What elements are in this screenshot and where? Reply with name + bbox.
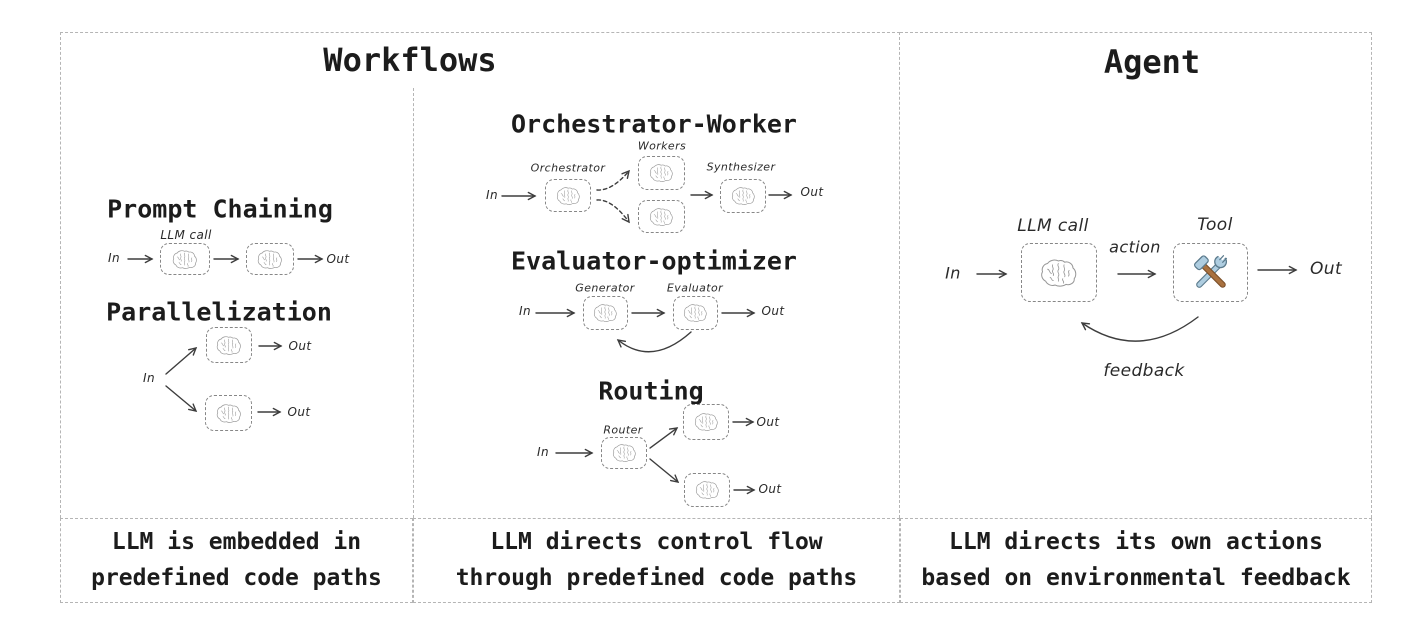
llm-call-box (1021, 243, 1097, 302)
workers-label: Workers (637, 139, 687, 153)
parallelization-title: Parallelization (106, 297, 332, 327)
router-label: Router (603, 423, 643, 437)
worker-box (638, 200, 685, 233)
tool-label: Tool (1197, 215, 1233, 235)
synthesizer-label: Synthesizer (706, 160, 776, 174)
brain-icon (694, 413, 719, 431)
workflows-column-divider (413, 88, 414, 518)
brain-icon (649, 208, 674, 226)
route-target-box (683, 404, 729, 440)
synthesizer-box (720, 179, 766, 213)
brain-icon (731, 187, 756, 205)
brain-icon (593, 304, 618, 322)
orchestrator-label: Orchestrator (530, 161, 606, 175)
out-label: Out (800, 185, 824, 199)
evaluator-label: Evaluator (666, 281, 724, 295)
out-label: Out (287, 405, 311, 419)
llm-call-box (205, 395, 252, 431)
evaluator-box (673, 296, 718, 330)
brain-icon (216, 404, 242, 423)
evaluator-optimizer-title: Evaluator-optimizer (511, 246, 797, 276)
feedback-label: feedback (1103, 361, 1185, 381)
action-label: action (1109, 237, 1161, 257)
in-label: In (519, 304, 531, 318)
caption-prompt-column: LLM is embedded in predefined code paths (60, 518, 413, 603)
tool-box (1173, 243, 1248, 302)
orchestrator-box (545, 179, 591, 212)
out-label: Out (761, 304, 785, 318)
agent-panel (900, 32, 1372, 518)
workflows-title: Workflows (323, 41, 497, 79)
caption-text: LLM is embedded in predefined code paths (91, 528, 382, 591)
out-label: Out (1309, 259, 1343, 279)
out-label: Out (758, 482, 782, 496)
worker-box (638, 156, 685, 190)
out-label: Out (756, 415, 780, 429)
llm-call-box (160, 243, 210, 275)
hammer-wrench-icon (1193, 252, 1228, 288)
out-label: Out (326, 252, 350, 266)
router-box (601, 437, 647, 469)
out-label: Out (288, 339, 312, 353)
brain-icon (612, 444, 637, 462)
in-label: In (945, 263, 961, 283)
orchestrator-worker-title: Orchestrator-Worker (511, 109, 797, 139)
generator-label: Generator (575, 281, 635, 295)
caption-text: LLM directs control flow through predefi… (455, 528, 858, 591)
caption-workflow-column: LLM directs control flow through predefi… (413, 518, 900, 603)
brain-icon (683, 304, 708, 322)
brain-icon (172, 250, 198, 269)
brain-icon (695, 481, 720, 499)
in-label: In (108, 251, 120, 265)
agent-title: Agent (1103, 43, 1201, 81)
caption-agent-column: LLM directs its own actions based on env… (900, 518, 1372, 603)
in-label: In (486, 188, 498, 202)
generator-box (583, 296, 628, 330)
brain-icon (1040, 259, 1078, 287)
workflows-panel (60, 32, 900, 518)
routing-title: Routing (598, 376, 704, 406)
llm-call-label: LLM call (160, 228, 212, 242)
llm-call-box (246, 243, 294, 275)
llm-call-box (206, 327, 252, 363)
brain-icon (649, 164, 674, 182)
brain-icon (216, 336, 242, 355)
brain-icon (556, 187, 581, 205)
in-label: In (143, 371, 155, 385)
prompt-chaining-title: Prompt Chaining (107, 194, 333, 224)
route-target-box (684, 473, 730, 507)
in-label: In (537, 445, 549, 459)
caption-text: LLM directs its own actions based on env… (921, 528, 1351, 591)
llm-call-label: LLM call (1017, 216, 1089, 236)
brain-icon (257, 250, 283, 269)
